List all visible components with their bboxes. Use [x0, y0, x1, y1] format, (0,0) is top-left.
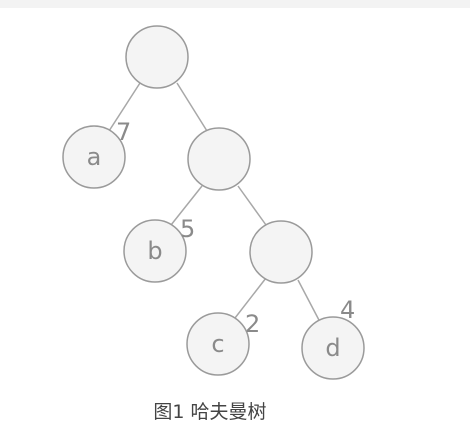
node-n2: [249, 220, 313, 284]
edge-n1-n2: [237, 185, 267, 226]
edge-root-a: [108, 82, 141, 132]
node-a: a: [62, 125, 126, 189]
node-root: [125, 25, 189, 89]
node-d: d: [301, 316, 365, 380]
node-c: c: [186, 312, 250, 376]
edge-n2-d: [297, 279, 321, 323]
huffman-tree: a b c d 7 5 2 4: [62, 25, 365, 380]
node-d-label: d: [325, 334, 340, 362]
weight-a: 7: [116, 118, 131, 146]
figure-caption: 图1 哈夫曼树: [153, 401, 267, 423]
weight-d: 4: [340, 296, 355, 324]
node-b-label: b: [147, 237, 162, 265]
node-c-label: c: [211, 330, 224, 358]
top-strip: [0, 0, 470, 8]
edge-n1-b: [170, 185, 203, 226]
edge-n2-c: [234, 277, 267, 319]
weight-b: 5: [180, 215, 195, 243]
node-a-label: a: [87, 143, 102, 171]
edge-root-n1: [176, 82, 208, 132]
weight-c: 2: [245, 310, 260, 338]
node-n1: [187, 127, 251, 191]
node-b: b: [123, 219, 187, 283]
